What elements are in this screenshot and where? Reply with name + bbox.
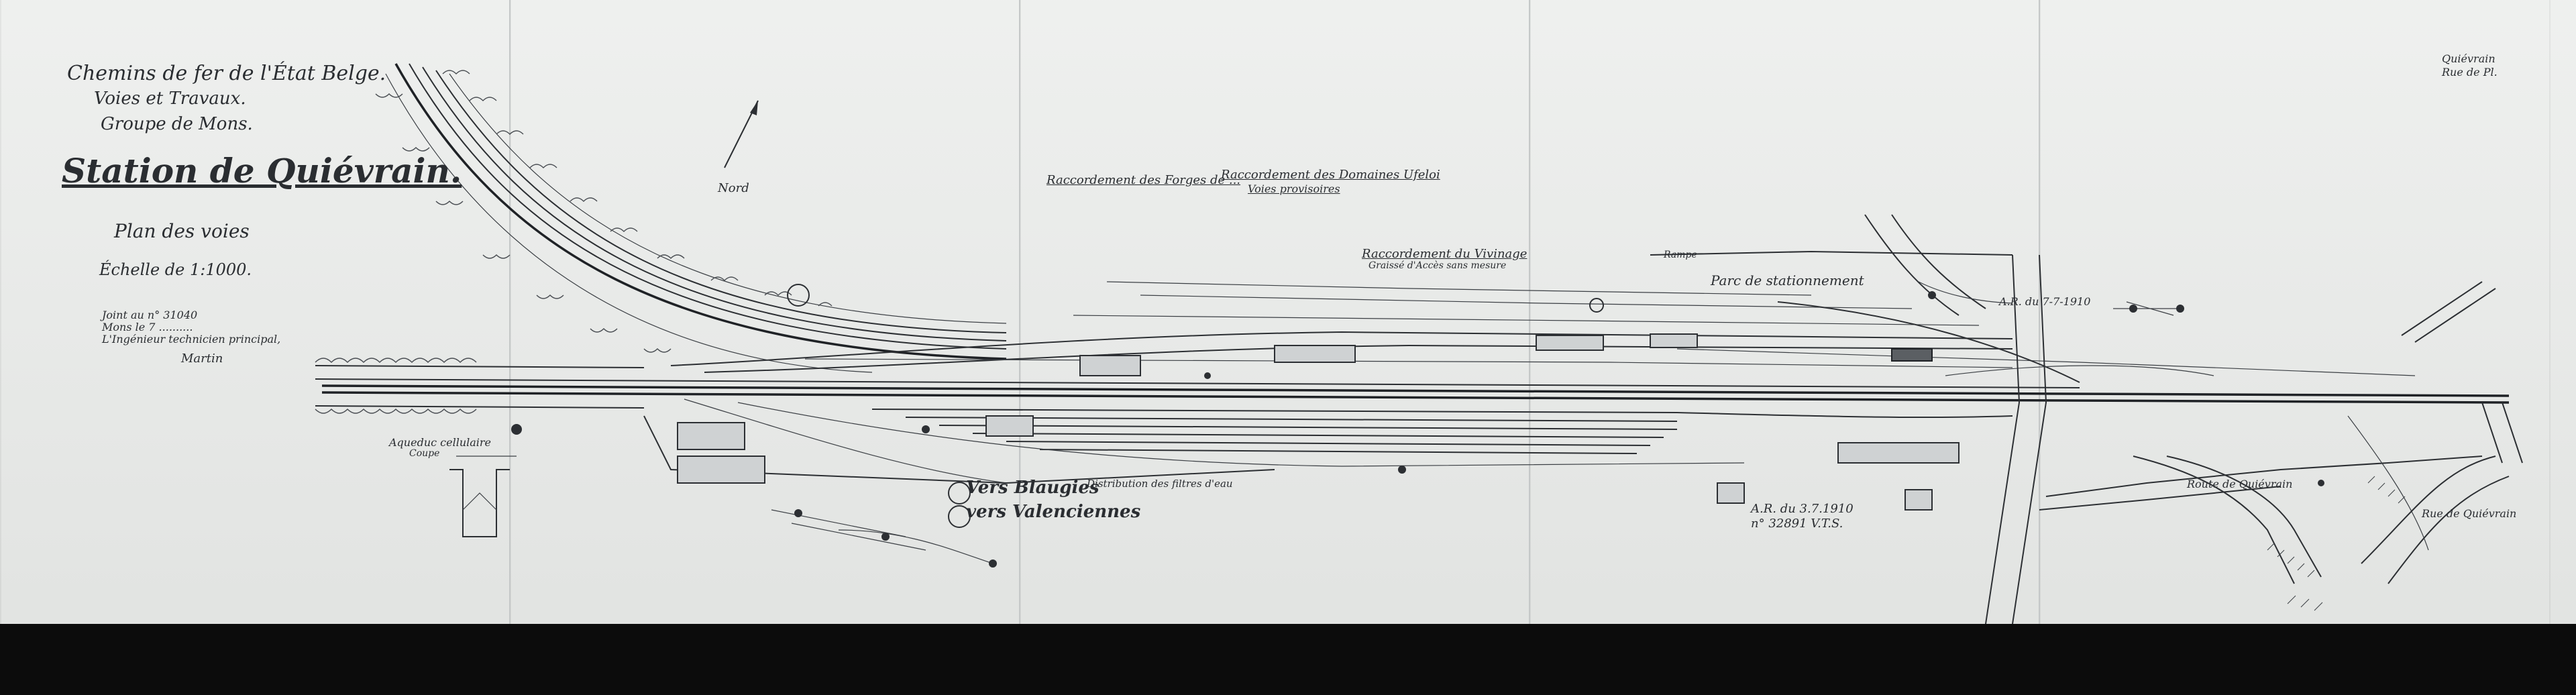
hatched-area <box>2267 476 2406 611</box>
building-small-2 <box>1904 489 1933 511</box>
plan-subtitle: Plan des voies <box>114 220 250 242</box>
group-name: Groupe de Mons. <box>101 114 253 134</box>
fold-lines <box>509 0 2040 624</box>
north-label: Nord <box>718 181 749 195</box>
reference-label: A.R. du 7-7-1910 <box>1999 295 2091 308</box>
connection-label-forges: Raccordement des Forges de ... <box>1046 173 1241 187</box>
certificate-line-3: L'Ingénieur technicien principal, <box>102 333 281 345</box>
building-cabin <box>1079 355 1141 376</box>
corner-note-1: Quiévrain <box>2442 52 2496 65</box>
aqueduct-label: Aqueduc cellulaire <box>389 436 492 449</box>
right-streets <box>1650 214 2523 624</box>
railway-name: Chemins de fer de l'État Belge. <box>67 62 386 85</box>
track-plan <box>315 0 2523 624</box>
street-label: Rue de Quiévrain <box>2422 507 2517 520</box>
corner-note-2: Rue de Pl. <box>2442 66 2498 78</box>
buildings <box>677 333 1960 511</box>
map-sheet: Quiévrain Rue de Pl. Chemins de fer de l… <box>0 0 2576 624</box>
north-arrow <box>724 100 759 168</box>
connection-sub-label: Graissé d'Accès sans mesure <box>1368 260 1507 271</box>
direction-label-1: Vers Blaugies <box>966 478 1099 498</box>
aqueduct-sub-label: Coupe <box>409 448 440 459</box>
parking-label: Parc de stationnement <box>1711 272 1864 288</box>
building-goods <box>677 422 745 450</box>
route-label: Route de Quiévrain <box>2187 478 2293 490</box>
bottom-note-1: A.R. du 3.7.1910 <box>1751 502 1854 516</box>
building-station <box>1837 442 1960 464</box>
signature: Martin <box>181 352 223 366</box>
building-shed-1 <box>1274 345 1356 363</box>
connection-label-provisoires: Voies provisoires <box>1248 182 1340 195</box>
building-small-1 <box>1717 482 1745 504</box>
yard-tracks <box>670 281 2416 484</box>
building-shed-2 <box>1536 335 1604 351</box>
station-title: Station de Quiévrain. <box>62 151 462 191</box>
signal-markers <box>511 284 2324 528</box>
bottom-note-2: n° 32891 V.T.S. <box>1751 517 1843 531</box>
building-post <box>985 415 1034 437</box>
scan-border <box>0 624 2576 695</box>
aqueduct-section <box>449 456 517 537</box>
building-shed-3 <box>1650 333 1698 348</box>
curved-branch <box>385 63 1007 373</box>
connection-label-vivinage: Raccordement du Vivinage <box>1362 247 1527 261</box>
building-signal-box <box>1891 348 1933 362</box>
certificate-line-1: Joint au n° 31040 <box>102 309 198 321</box>
connection-label-domaines: Raccordement des Domaines Ufeloi <box>1221 168 1440 182</box>
building-warehouse <box>677 456 765 484</box>
certificate-line-2: Mons le 7 .......... <box>102 321 193 333</box>
direction-label-2: vers Valenciennes <box>966 502 1141 522</box>
main-line <box>315 377 2510 404</box>
distribution-label: Distribution des filtres d'eau <box>1087 478 1233 490</box>
scale-label: Échelle de 1:1000. <box>99 260 252 279</box>
department-name: Voies et Travaux. <box>94 89 246 109</box>
embankment-curve <box>375 70 833 353</box>
lower-left-siding <box>315 358 1275 568</box>
rampe-label: Rampe <box>1664 250 1697 260</box>
